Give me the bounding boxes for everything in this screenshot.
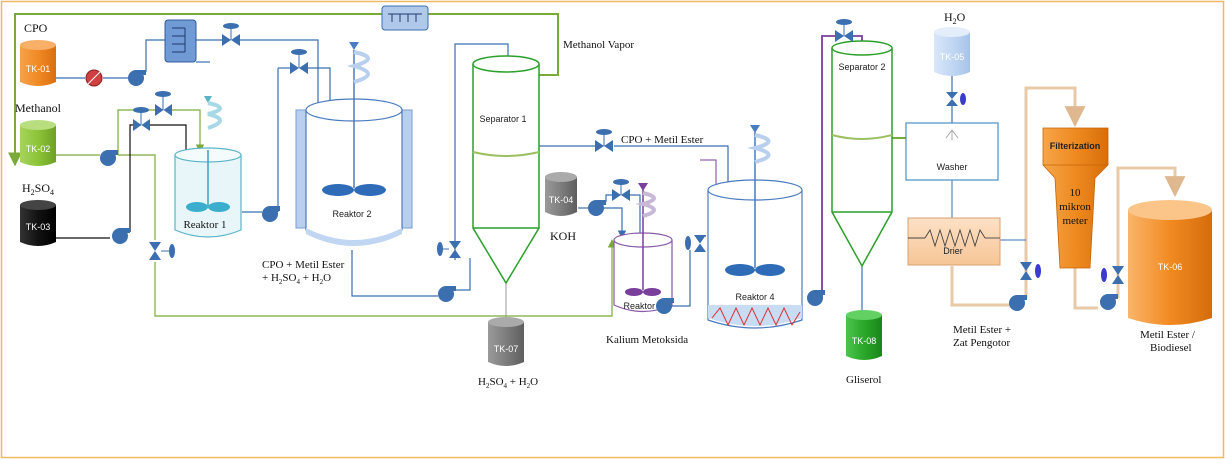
tank-tk-08: TK-08 bbox=[846, 310, 882, 360]
tank-content-label: KOH bbox=[550, 229, 576, 243]
tank-content-label: H2SO4 bbox=[22, 181, 54, 197]
reaktor-4: Reaktor 4 bbox=[707, 125, 803, 329]
heat-exchanger-1 bbox=[164, 19, 197, 63]
equipment-label: Washer bbox=[937, 162, 968, 172]
valve-icon bbox=[835, 19, 853, 42]
valve-icon bbox=[946, 92, 966, 106]
tank-content-label: H2SO4 + H2O bbox=[478, 376, 538, 390]
valve-icon bbox=[133, 107, 150, 131]
tank-content-label: CPO bbox=[24, 21, 48, 35]
tank-tk-07: TK-07 bbox=[488, 317, 524, 366]
tank-id: TK-06 bbox=[1158, 262, 1183, 272]
stream-label-kalium-metoksida: Kalium Metoksida bbox=[606, 334, 688, 346]
stream-label-cpo-metil-ester: CPO + Metil Ester bbox=[621, 134, 704, 146]
pipes bbox=[8, 13, 1186, 320]
tank-tk-05: TK-05 bbox=[934, 27, 970, 76]
tank-tk-04: TK-04 bbox=[545, 172, 577, 216]
pump-icon bbox=[656, 298, 674, 314]
valve-icon bbox=[685, 235, 706, 252]
equipment-label: Filterization bbox=[1050, 141, 1101, 151]
stream-label-reaktor2-out: CPO + Metil Ester bbox=[262, 259, 345, 271]
valve-icon bbox=[155, 91, 172, 116]
tank-id: TK-03 bbox=[26, 222, 51, 232]
pump-icon bbox=[112, 228, 130, 244]
tank-content-label: H2O bbox=[944, 10, 966, 26]
tank-content-label: Metil Ester / bbox=[1140, 329, 1196, 341]
washer: Washer bbox=[905, 122, 999, 181]
valve-icon bbox=[149, 242, 175, 260]
tank-id: TK-02 bbox=[26, 144, 51, 154]
valve-icon bbox=[612, 179, 630, 201]
pump-icon bbox=[807, 290, 825, 306]
tank-content-label: Methanol bbox=[15, 101, 62, 115]
pump-icon bbox=[128, 70, 146, 86]
filter-spec: mikron bbox=[1059, 201, 1091, 213]
valve-icon bbox=[290, 49, 308, 74]
pump-icon bbox=[1100, 294, 1118, 310]
filter-spec: 10 bbox=[1070, 187, 1082, 199]
pumps bbox=[100, 70, 1118, 314]
separator-1: Separator 1 bbox=[472, 55, 540, 285]
tank-id: TK-04 bbox=[549, 195, 574, 205]
valve-icon bbox=[1020, 262, 1041, 280]
pump-icon bbox=[100, 150, 118, 166]
equipment-label: Separator 1 bbox=[479, 114, 526, 124]
flow-meter-icon bbox=[85, 69, 103, 87]
tank-tk-02: TK-02 bbox=[20, 120, 56, 166]
tank-id: TK-08 bbox=[852, 336, 877, 346]
heat-exchanger-2 bbox=[381, 5, 429, 31]
tank-content-label: Biodiesel bbox=[1150, 342, 1192, 354]
valve-icon bbox=[437, 241, 461, 258]
valve-icon bbox=[595, 129, 613, 152]
tank-content-label: Gliserol bbox=[846, 374, 881, 386]
equipment-label: Reaktor 4 bbox=[735, 292, 774, 302]
tank-id: TK-01 bbox=[26, 64, 51, 74]
stream-label-reaktor2-out: + H2SO4 + H2O bbox=[262, 272, 331, 286]
filterization: Filterization 10 mikron meter bbox=[1042, 127, 1109, 269]
separator-2: Separator 2 bbox=[831, 40, 893, 268]
drier: Drier bbox=[907, 217, 1001, 266]
stream-label-methanol-vapor: Methanol Vapor bbox=[563, 39, 634, 51]
tank-tk-06: TK-06 bbox=[1128, 200, 1212, 325]
equipment-label: Drier bbox=[943, 246, 963, 256]
valve-icon bbox=[222, 23, 240, 46]
pump-icon bbox=[438, 286, 456, 302]
valve-icon bbox=[1101, 266, 1124, 284]
equipment-label: Reaktor 1 bbox=[183, 219, 226, 231]
tank-tk-01: TK-01 bbox=[20, 40, 56, 86]
tank-id: TK-05 bbox=[940, 52, 965, 62]
tank-id: TK-07 bbox=[494, 344, 519, 354]
filter-spec: meter bbox=[1062, 215, 1087, 227]
reaktor-2: Reaktor 2 bbox=[295, 42, 413, 246]
stream-label-metil-ester-zat: Metil Ester + bbox=[953, 324, 1011, 336]
tank-tk-03: TK-03 bbox=[20, 200, 56, 246]
pump-icon bbox=[262, 206, 280, 222]
equipment-label: Separator 2 bbox=[838, 62, 885, 72]
stream-label-metil-ester-zat: Zat Pengotor bbox=[953, 337, 1010, 349]
pump-icon bbox=[588, 200, 606, 216]
valves bbox=[133, 19, 1124, 284]
equipment-label: Reaktor 3 bbox=[623, 301, 662, 311]
pump-icon bbox=[1009, 295, 1027, 311]
reaktor-1: Reaktor 1 bbox=[174, 96, 242, 238]
reaktor-3: Reaktor 3 bbox=[613, 183, 673, 313]
equipment-label: Reaktor 2 bbox=[332, 209, 371, 219]
